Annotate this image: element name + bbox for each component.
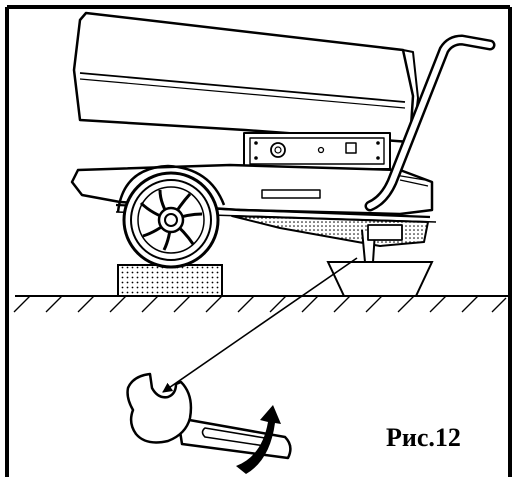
figure-frame	[5, 5, 512, 477]
heater-body	[70, 11, 437, 263]
pointer-arrow	[162, 257, 358, 393]
handle	[364, 34, 496, 212]
wheel	[116, 164, 226, 269]
ground-line	[13, 295, 508, 313]
support-block	[117, 264, 223, 297]
drain-container	[326, 261, 434, 297]
figure-caption: Рис.12	[386, 423, 461, 452]
rotation-arrow-icon	[236, 405, 281, 474]
